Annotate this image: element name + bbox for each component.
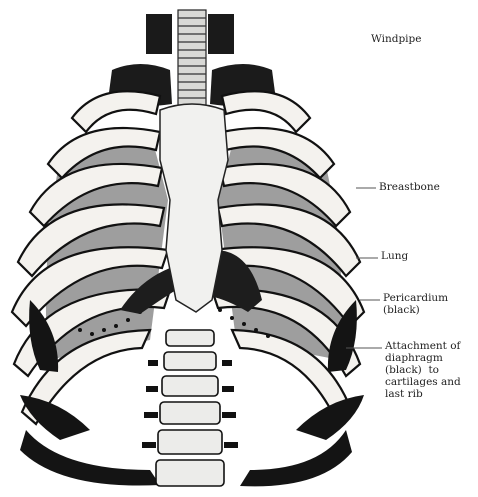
- label-breastbone: Breastbone: [379, 181, 440, 193]
- spine: [156, 330, 224, 486]
- label-pericardium: Pericardium (black): [383, 292, 448, 316]
- label-diaphragm-attachment: Attachment of diaphragm (black) to carti…: [385, 340, 461, 400]
- label-windpipe: Windpipe: [371, 33, 421, 45]
- label-lung: Lung: [381, 250, 408, 262]
- ribs-left: [12, 91, 170, 424]
